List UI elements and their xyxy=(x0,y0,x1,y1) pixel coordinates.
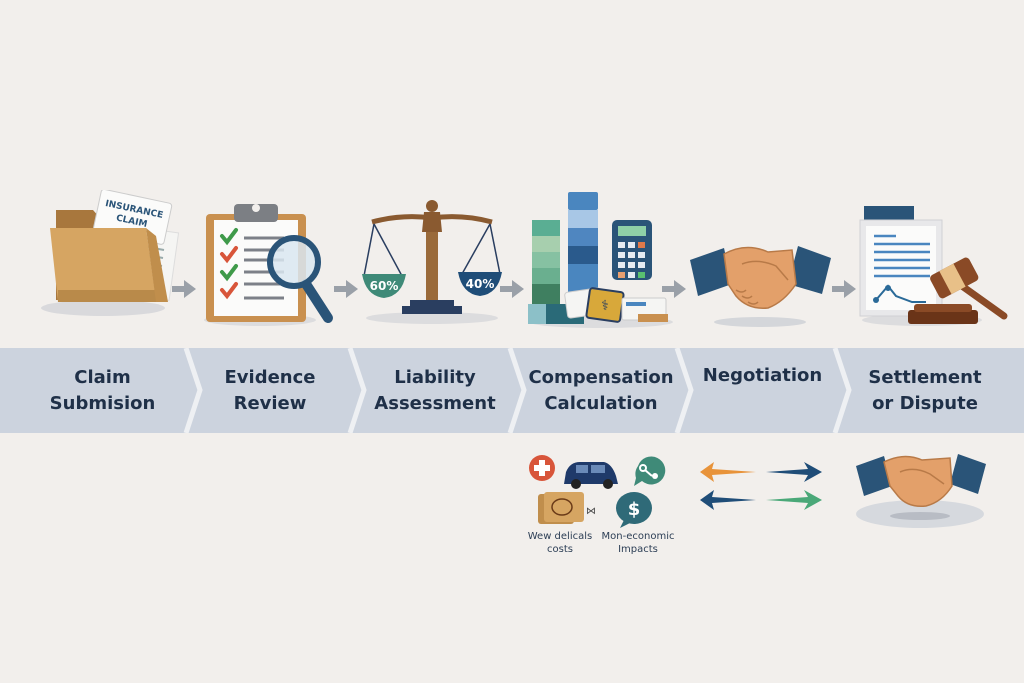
process-band xyxy=(0,348,1024,433)
folder-with-insurance-claim-icon: INSURANCE CLAIM xyxy=(38,188,183,324)
step-negotiation: Negotiation xyxy=(680,348,845,433)
dollar-icon: $ xyxy=(616,492,652,528)
clipboard-checklist-magnifier-icon xyxy=(200,198,340,332)
arrow-left-orange-icon xyxy=(700,462,756,482)
step-label-line1: Compensation xyxy=(528,366,674,388)
compensation-detail-icons: ⋈ $ xyxy=(524,454,672,533)
arrow-left-blue-icon xyxy=(700,490,756,510)
flow-arrow-icon xyxy=(500,280,524,302)
step-label-line1: Negotiation xyxy=(702,365,823,386)
medical-bills-icon: ⋈ xyxy=(538,492,596,524)
key-icon xyxy=(634,456,666,486)
step-label-line1: Settlement xyxy=(868,366,982,388)
flow-arrow-icon xyxy=(662,280,686,302)
svg-text:$: $ xyxy=(628,499,641,520)
flow-arrow-icon xyxy=(832,280,856,302)
arrow-right-blue-icon xyxy=(766,462,822,482)
flow-arrow-icon xyxy=(334,280,358,302)
svg-text:60%: 60% xyxy=(370,279,399,293)
step-label-line2: Submision xyxy=(49,392,156,414)
step-label-line1: Claim xyxy=(74,366,131,388)
svg-text:40%: 40% xyxy=(466,277,495,291)
svg-text:⚕: ⚕ xyxy=(601,298,609,314)
scales-of-justice-icon: 60% 40% xyxy=(362,196,502,330)
flow-arrow-icon xyxy=(172,280,196,302)
step-label-line2: Calculation xyxy=(544,392,658,414)
step-label-line2: Assessment xyxy=(374,392,496,414)
chevron-band-shape xyxy=(0,348,1024,433)
medical-cross-icon xyxy=(529,455,555,481)
step-label-line1: Liability xyxy=(394,366,476,388)
step-label-line1: Evidence xyxy=(224,366,316,388)
negotiation-arrows xyxy=(700,460,824,520)
step-settlement-or-dispute: Settlement or Dispute xyxy=(840,348,1010,433)
arrow-right-green-icon xyxy=(766,490,822,510)
handshake-icon xyxy=(688,240,833,334)
step-label-line2: Review xyxy=(233,392,307,414)
svg-text:⋈: ⋈ xyxy=(586,506,596,517)
settlement-handshake-icon xyxy=(854,452,988,536)
step-label-line2: or Dispute xyxy=(872,392,978,414)
document-gavel-icon xyxy=(852,202,1017,336)
car-icon xyxy=(564,462,618,489)
bar-chart-calculator-icon: ⚕ xyxy=(526,190,676,334)
